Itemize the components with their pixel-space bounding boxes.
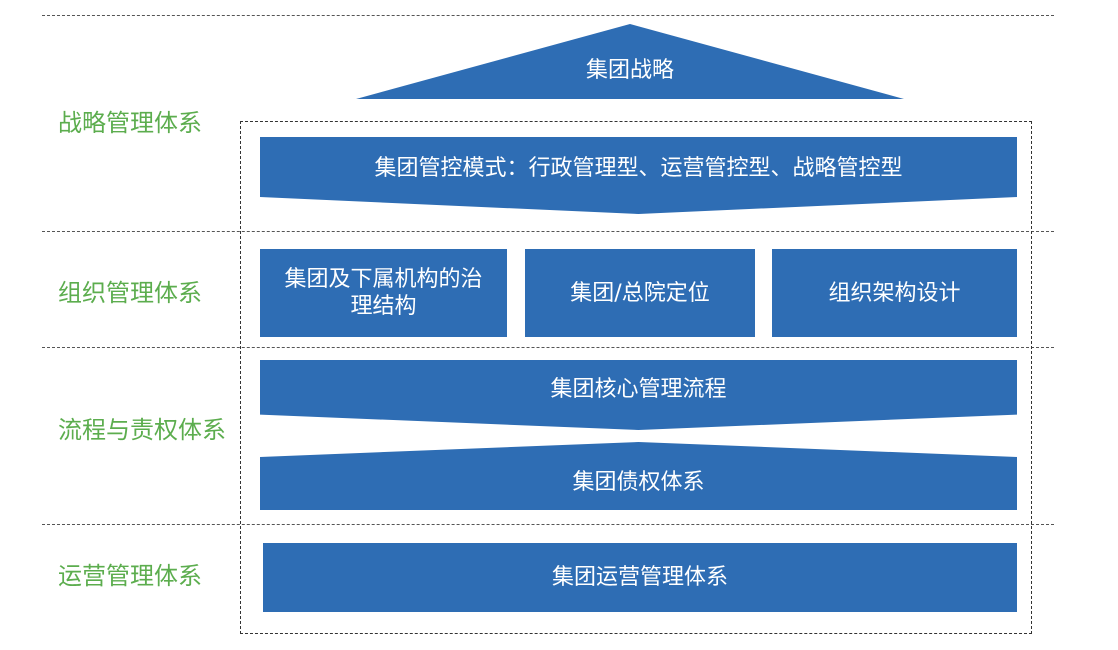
authority-system-banner: 集团债权体系 bbox=[260, 442, 1017, 510]
divider-top bbox=[42, 15, 1054, 16]
operation-system-text: 集团运营管理体系 bbox=[551, 565, 728, 590]
label-process-authority-system: 流程与责权体系 bbox=[58, 416, 226, 444]
control-mode-banner: 集团管控模式：行政管理型、运营管控型、战略管控型 bbox=[260, 137, 1017, 214]
label-operation-system: 运营管理体系 bbox=[58, 562, 202, 590]
divider-org-process bbox=[42, 347, 1054, 348]
org-design-box: 组织架构设计 bbox=[772, 249, 1017, 337]
governance-structure-box: 集团及下属机构的治理结构 bbox=[260, 249, 507, 337]
org-design-text: 组织架构设计 bbox=[828, 280, 961, 306]
group-strategy-roof: 集团战略 bbox=[356, 24, 904, 99]
divider-process-operation bbox=[42, 524, 1054, 525]
core-process-text: 集团核心管理流程 bbox=[550, 376, 727, 402]
content-frame bbox=[240, 121, 1032, 634]
group-positioning-text: 集团/总院定位 bbox=[570, 280, 710, 306]
label-strategy-system: 战略管理体系 bbox=[58, 109, 202, 137]
divider-strategy-org bbox=[42, 231, 1054, 232]
label-organization-system: 组织管理体系 bbox=[58, 279, 202, 307]
group-strategy-text: 集团战略 bbox=[585, 58, 674, 83]
group-positioning-box: 集团/总院定位 bbox=[525, 249, 755, 337]
core-process-banner: 集团核心管理流程 bbox=[260, 360, 1017, 430]
governance-structure-text: 集团及下属机构的治理结构 bbox=[284, 267, 483, 319]
operation-system-box: 集团运营管理体系 bbox=[263, 543, 1017, 612]
control-mode-text: 集团管控模式：行政管理型、运营管控型、战略管控型 bbox=[374, 156, 903, 181]
authority-system-text: 集团债权体系 bbox=[572, 469, 705, 495]
